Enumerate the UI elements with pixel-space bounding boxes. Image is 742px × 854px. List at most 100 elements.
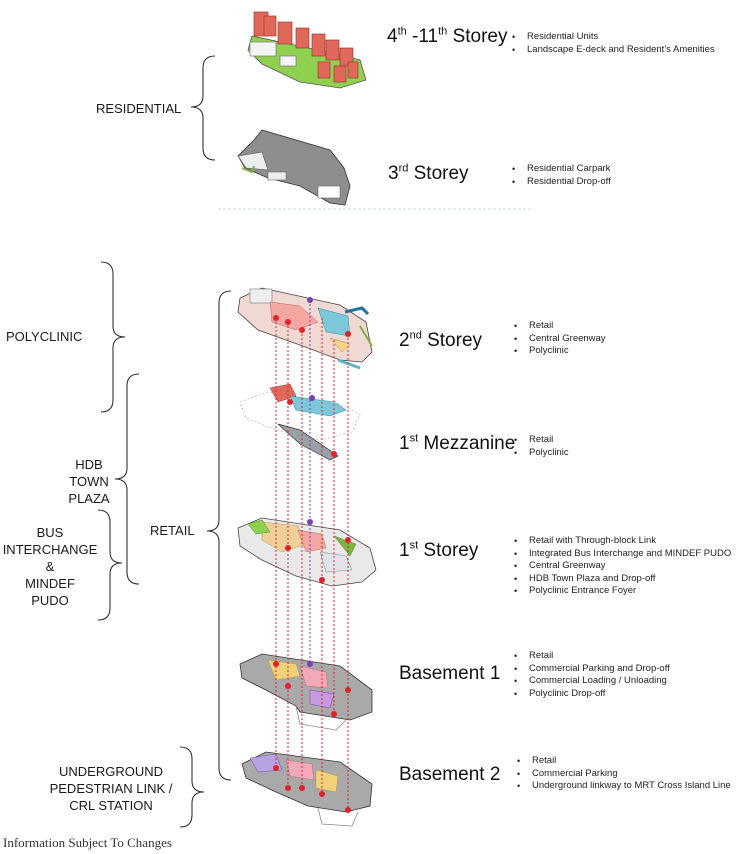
floor-item: Central Greenway <box>512 560 731 573</box>
residential-deck-plate <box>247 11 367 89</box>
floor-item: Polyclinic <box>512 447 569 460</box>
floor-title-4th-11th: 4th -11th Storey <box>387 26 508 48</box>
zone-label-line: CRL STATION <box>69 798 153 813</box>
node <box>319 577 325 583</box>
floor-items-1st-mezzanine: Retail Polyclinic <box>512 434 569 459</box>
floor-num: -11 <box>406 26 439 47</box>
node <box>345 807 351 813</box>
node <box>287 399 293 405</box>
floor-word: Storey <box>418 540 479 561</box>
first-storey-plate <box>237 517 377 587</box>
node <box>273 315 279 321</box>
floor-title-1st-mezzanine: 1st Mezzanine <box>399 433 515 455</box>
floor-sup: th <box>438 25 448 38</box>
floor-title-3rd: 3rd Storey <box>388 163 469 185</box>
floor-item: Commercial Parking <box>515 768 731 781</box>
residential-blocks <box>253 11 359 83</box>
floor-title-basement-1: Basement 1 <box>399 663 501 684</box>
floor-title-1st: 1st Storey <box>399 540 478 562</box>
floor-num: 4 <box>387 26 398 47</box>
zone-label-line: PUDO <box>31 593 69 608</box>
floor-item: Landscape E-deck and Resident's Amenitie… <box>510 44 715 57</box>
floor-word: Storey <box>421 330 483 351</box>
floor-sup: rd <box>398 162 409 175</box>
basement-1-plate <box>239 653 373 731</box>
zone-label-line: PLAZA <box>68 491 110 506</box>
node <box>285 545 291 551</box>
node <box>307 661 313 667</box>
bracket-underground <box>179 746 205 828</box>
floor-num: 1 <box>399 433 410 454</box>
floor-item: Commercial Loading / Unloading <box>512 675 670 688</box>
floor-item: HDB Town Plaza and Drop-off <box>512 573 731 586</box>
basement-2-plate <box>241 751 373 827</box>
bracket-residential <box>190 55 216 161</box>
zone-label-line: BUS <box>36 525 64 540</box>
node <box>307 519 313 525</box>
zone-label-residential: RESIDENTIAL <box>96 101 182 116</box>
bracket-bus <box>97 509 123 621</box>
floor-item: Commercial Parking and Drop-off <box>512 663 670 676</box>
floor-item: Residential Units <box>510 31 715 44</box>
floor-item: Retail <box>512 320 606 333</box>
node <box>331 711 337 717</box>
floor-items-3rd: Residential Carpark Residential Drop-off <box>510 163 611 188</box>
bracket-hdb <box>114 373 140 585</box>
node <box>307 297 313 303</box>
node <box>309 395 315 401</box>
floor-num: 2 <box>399 330 410 351</box>
floor-items-4th-11th: Residential Units Landscape E-deck and R… <box>510 31 715 56</box>
zone-label-line: INTERCHANGE <box>2 542 98 557</box>
floor-sup: th <box>397 25 407 38</box>
mezzanine-plate <box>239 383 361 461</box>
floor-item: Polyclinic <box>512 345 606 358</box>
node <box>345 687 351 693</box>
floor-sup: nd <box>409 329 422 342</box>
floor-item: Underground linkway to MRT Cross Island … <box>515 780 731 793</box>
node <box>331 451 337 457</box>
floor-title-2nd: 2nd Storey <box>399 330 482 352</box>
floor-items-1st: Retail with Through-block Link Integrate… <box>512 535 731 598</box>
floor-word: Storey <box>447 26 508 47</box>
third-storey-plate <box>237 129 351 206</box>
floor-items-basement-2: Retail Commercial Parking Underground li… <box>515 755 731 793</box>
floor-sup: st <box>409 539 419 552</box>
floor-item: Residential Carpark <box>510 163 611 176</box>
node <box>285 319 291 325</box>
node <box>273 661 279 667</box>
floor-word: Storey <box>408 163 469 184</box>
bracket-polyclinic <box>100 261 126 413</box>
floor-sup: st <box>409 432 419 445</box>
node <box>299 785 305 791</box>
bracket-retail <box>206 290 232 781</box>
zone-label-hdb-town-plaza: HDB TOWN PLAZA <box>66 456 112 507</box>
floor-item: Polyclinic Drop-off <box>512 688 670 701</box>
zone-label-line: TOWN <box>69 474 109 489</box>
floor-item: Integrated Bus Interchange and MINDEF PU… <box>512 548 731 561</box>
zone-brackets <box>97 55 232 828</box>
second-storey-plate <box>237 287 373 370</box>
zone-label-bus-interchange: BUS INTERCHANGE & MINDEF PUDO <box>2 524 98 609</box>
footer-disclaimer: Information Subject To Changes <box>3 835 172 850</box>
zone-label-line: PEDESTRIAN LINK / <box>49 781 173 796</box>
node <box>273 765 279 771</box>
node <box>299 327 305 333</box>
floor-title-basement-2: Basement 2 <box>399 764 501 785</box>
floor-item: Retail <box>512 434 569 447</box>
zone-label-line: UNDERGROUND <box>59 764 163 779</box>
floor-word: Mezzanine <box>418 433 516 454</box>
floor-item: Retail with Through-block Link <box>512 535 731 548</box>
floor-item: Retail <box>515 755 731 768</box>
node <box>345 537 351 543</box>
connector-nodes <box>273 297 351 813</box>
floor-num: 1 <box>399 540 410 561</box>
zone-label-line: HDB <box>75 457 103 472</box>
zone-label-underground: UNDERGROUND PEDESTRIAN LINK / CRL STATIO… <box>46 763 176 814</box>
floor-items-2nd: Retail Central Greenway Polyclinic <box>512 320 606 358</box>
floor-item: Residential Drop-off <box>510 176 611 189</box>
floor-item: Retail <box>512 650 670 663</box>
node <box>285 683 291 689</box>
node <box>345 331 351 337</box>
floor-items-basement-1: Retail Commercial Parking and Drop-off C… <box>512 650 670 700</box>
